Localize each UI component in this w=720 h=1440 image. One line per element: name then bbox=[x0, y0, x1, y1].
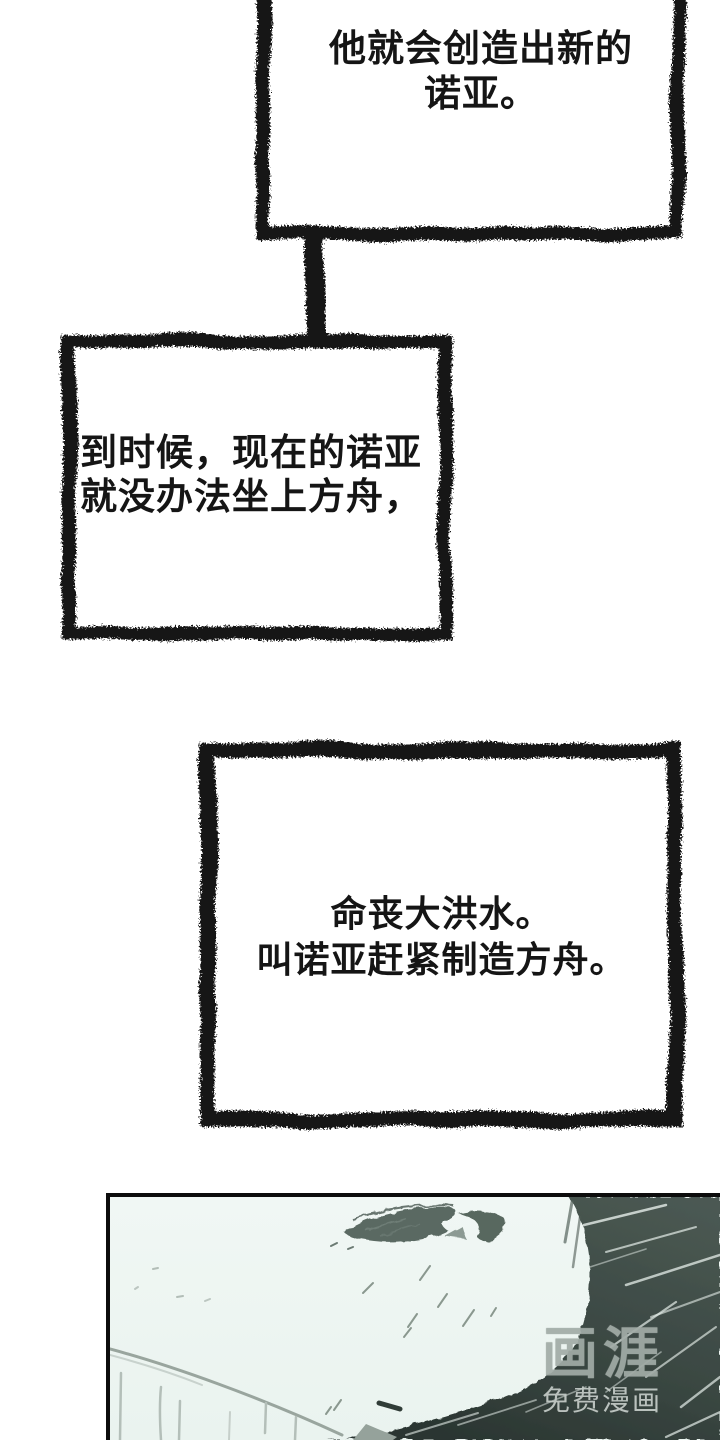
bubble-bottom-line-1: 命丧大洪水。 bbox=[330, 893, 553, 934]
speech-bubble-top: 他就会创造出新的 诺亚。 bbox=[256, 0, 684, 240]
rain-streaks bbox=[134, 1242, 497, 1415]
bubble-top-border bbox=[256, 0, 684, 240]
bubble-middle-line-1: 到时候，现在的诺亚 bbox=[80, 432, 422, 473]
bubble-bottom-line-2: 叫诺亚赶紧制造方舟。 bbox=[256, 939, 627, 980]
bubble-middle-border bbox=[62, 335, 452, 640]
watermark-subtitle: 免费漫画 bbox=[542, 1385, 663, 1416]
eye-artwork bbox=[344, 1204, 507, 1242]
watermark-logo: 画涯 bbox=[542, 1322, 664, 1385]
bubble-top-line-1: 他就会创造出新的 bbox=[329, 28, 633, 69]
shadow-region bbox=[328, 1197, 720, 1440]
speech-bubble-middle: 到时候，现在的诺亚 就没办法坐上方舟， bbox=[62, 335, 452, 640]
bubble-top-line-2: 诺亚。 bbox=[424, 73, 538, 114]
panel-artwork bbox=[110, 1197, 720, 1440]
speed-lines bbox=[405, 1200, 720, 1439]
bubble-middle-line-2: 就没办法坐上方舟， bbox=[80, 476, 422, 517]
bubble-bottom-border bbox=[200, 743, 683, 1127]
speech-bubble-bottom: 命丧大洪水。 叫诺亚赶紧制造方舟。 bbox=[200, 743, 683, 1127]
bubble-connector-bar bbox=[306, 230, 323, 342]
scratch-lines bbox=[118, 1371, 298, 1440]
watermark: 画涯 免费漫画 bbox=[542, 1325, 664, 1416]
head-outline bbox=[110, 1347, 403, 1440]
comic-panel: 画涯 免费漫画 bbox=[106, 1193, 720, 1440]
